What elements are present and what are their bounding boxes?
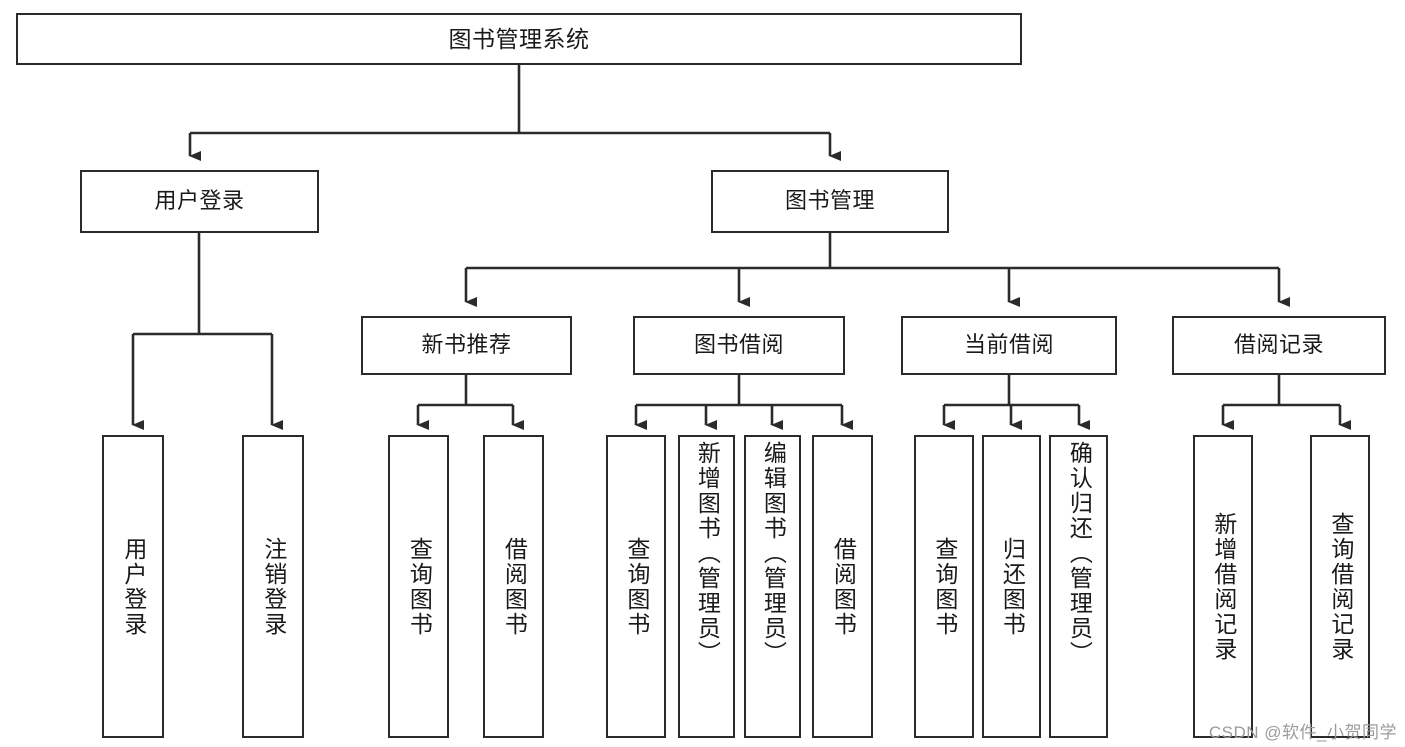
node-label: 查询图书: [406, 536, 433, 637]
csdn-watermark: CSDN @软件_小贺同学: [1208, 723, 1397, 742]
node-label: 查询图书: [623, 536, 650, 637]
node-leaf-user-logout[interactable]: 注销登录: [242, 435, 304, 738]
node-label: 编辑图书（管理员）: [760, 441, 787, 666]
node-label: 借阅记录: [1233, 332, 1324, 358]
node-root-system[interactable]: 图书管理系统: [16, 13, 1022, 65]
node-label: 归还图书: [999, 536, 1026, 637]
node-user-login[interactable]: 用户登录: [80, 170, 319, 233]
node-label: 查询图书: [931, 536, 958, 637]
node-book-borrow[interactable]: 图书借阅: [633, 316, 845, 375]
node-new-book-recommend[interactable]: 新书推荐: [361, 316, 572, 375]
node-leaf-query-book-2[interactable]: 查询图书: [606, 435, 666, 738]
node-label: 图书管理系统: [448, 25, 590, 52]
node-leaf-add-record[interactable]: 新增借阅记录: [1193, 435, 1253, 738]
node-label: 图书管理: [784, 188, 875, 214]
node-leaf-confirm-return[interactable]: 确认归还（管理员）: [1049, 435, 1108, 738]
node-leaf-add-book[interactable]: 新增图书（管理员）: [678, 435, 735, 738]
node-label: 注销登录: [260, 536, 287, 637]
node-leaf-user-login[interactable]: 用户登录: [102, 435, 164, 738]
node-leaf-edit-book[interactable]: 编辑图书（管理员）: [744, 435, 801, 738]
node-label: 借阅图书: [501, 536, 528, 637]
node-label: 用户登录: [154, 188, 245, 214]
node-label: 确认归还（管理员）: [1066, 441, 1093, 666]
node-leaf-borrow-book-2[interactable]: 借阅图书: [812, 435, 873, 738]
node-leaf-borrow-book-1[interactable]: 借阅图书: [483, 435, 544, 738]
node-label: 查询借阅记录: [1327, 511, 1354, 662]
node-label: 新增借阅记录: [1210, 511, 1237, 662]
node-borrow-record[interactable]: 借阅记录: [1172, 316, 1386, 375]
node-label: 新书推荐: [421, 332, 512, 358]
node-current-borrow[interactable]: 当前借阅: [901, 316, 1117, 375]
node-label: 新增图书（管理员）: [694, 441, 721, 666]
node-leaf-return-book[interactable]: 归还图书: [982, 435, 1041, 738]
node-book-manage[interactable]: 图书管理: [711, 170, 949, 233]
node-leaf-query-book-3[interactable]: 查询图书: [914, 435, 974, 738]
node-leaf-query-record[interactable]: 查询借阅记录: [1310, 435, 1370, 738]
node-label: 用户登录: [120, 536, 147, 637]
node-leaf-query-book-1[interactable]: 查询图书: [388, 435, 449, 738]
node-label: 借阅图书: [830, 536, 857, 637]
node-label: 当前借阅: [963, 332, 1054, 358]
node-label: 图书借阅: [693, 332, 784, 358]
